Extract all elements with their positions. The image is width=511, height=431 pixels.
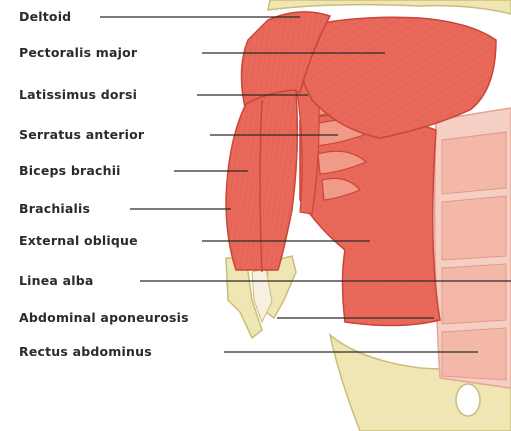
label-external-oblique: External oblique xyxy=(19,234,138,248)
label-linea-alba: Linea alba xyxy=(19,274,94,288)
label-abdominal-aponeurosis: Abdominal aponeurosis xyxy=(19,311,189,325)
label-rectus-abdominus: Rectus abdominus xyxy=(19,345,152,359)
label-serratus-anterior: Serratus anterior xyxy=(19,128,144,142)
label-brachialis: Brachialis xyxy=(19,202,90,216)
label-biceps-brachii: Biceps brachii xyxy=(19,164,121,178)
rectus-segments xyxy=(442,132,506,380)
pelvis-hole xyxy=(456,384,480,416)
label-pectoralis-major: Pectoralis major xyxy=(19,46,137,60)
label-latissimus-dorsi: Latissimus dorsi xyxy=(19,88,137,102)
label-deltoid: Deltoid xyxy=(19,10,71,24)
